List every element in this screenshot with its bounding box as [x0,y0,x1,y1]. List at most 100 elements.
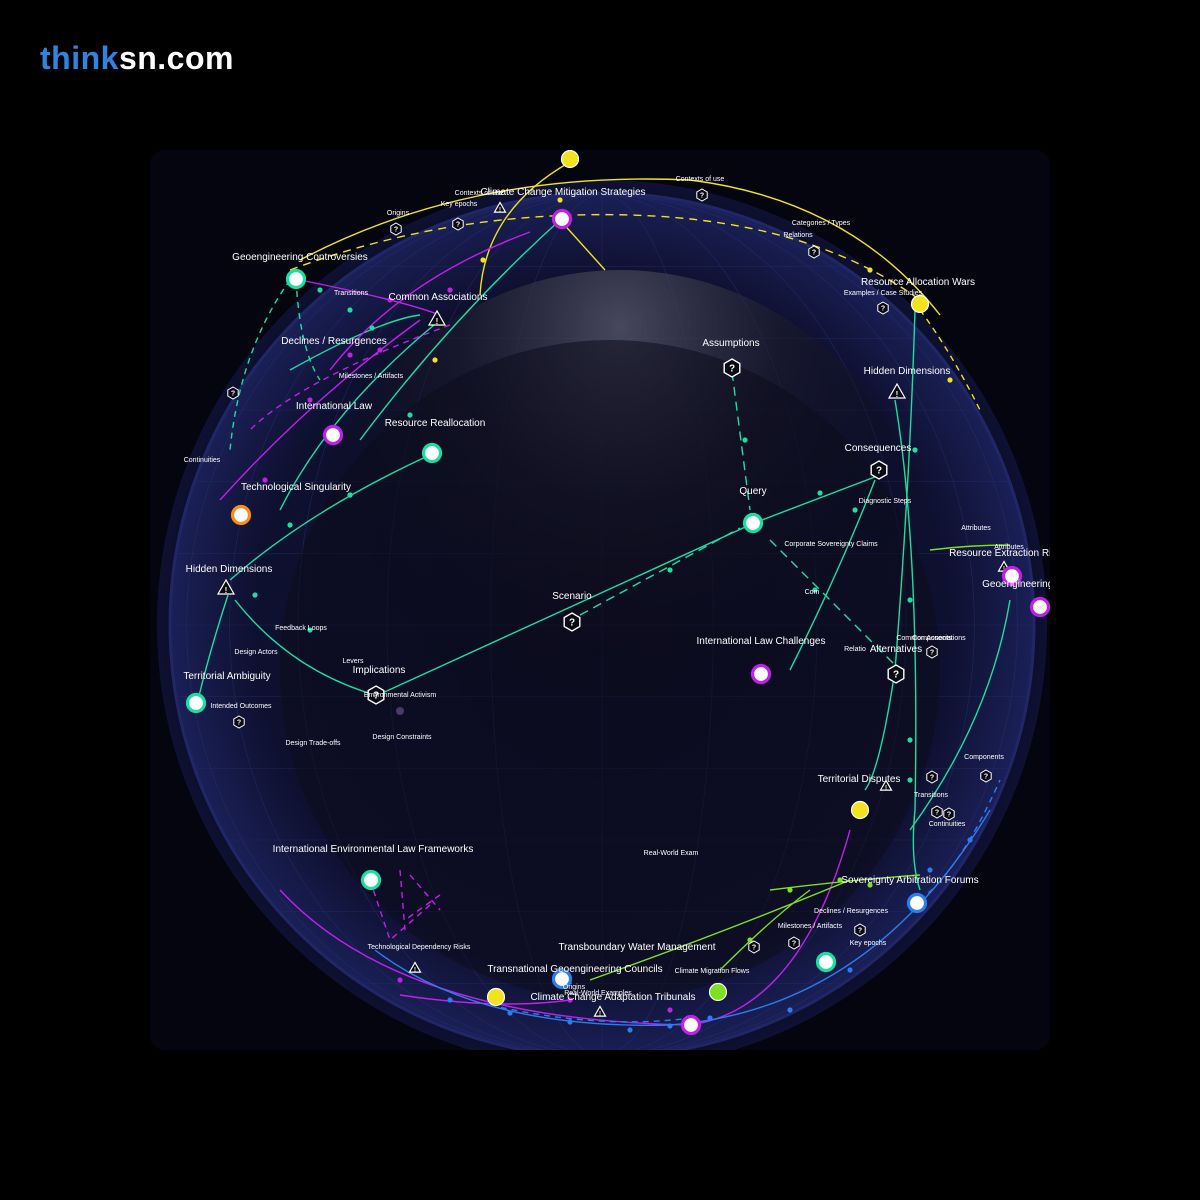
question-hex-icon[interactable]: ? [788,936,800,950]
graph-node[interactable] [750,663,772,685]
edge-label: Real-World Exam [644,850,699,857]
graph-node[interactable] [360,869,382,891]
icon-markers: ????????????????????!!!!!!!! [216,188,1011,1018]
node-label: Territorial Ambiguity [183,671,270,682]
graph-node[interactable] [185,692,207,714]
warning-triangle-icon[interactable]: ! [216,578,236,595]
graph-node[interactable] [551,208,573,230]
graph-node[interactable] [551,968,573,990]
graph-node[interactable] [285,268,307,290]
question-hex-icon[interactable]: ? [748,940,760,954]
edge-arrow-dot [912,447,918,453]
node-label: Resource Reallocation [385,418,486,429]
graph-node[interactable] [850,800,870,820]
graph-node[interactable] [486,987,506,1007]
warning-triangle-icon[interactable]: ! [593,1005,607,1018]
warning-triangle-glyph: ! [225,586,228,595]
question-hex-icon[interactable]: ? [452,217,464,231]
graph-node[interactable] [815,951,837,973]
brand-logo-part2: sn.com [118,40,234,76]
edge-reallocation-hidden [229,454,431,581]
question-hex-icon[interactable]: ? [390,222,402,236]
question-hex-icon[interactable]: ? [931,805,943,819]
node-label: Scenario [552,591,592,602]
warning-triangle-icon[interactable]: ! [408,961,422,974]
graph-node[interactable] [680,1014,702,1036]
edge-arrow-dot [967,837,973,843]
edge-label: Transitions [914,792,948,799]
warning-triangle-icon[interactable]: ! [879,779,893,792]
edge-query-implications [377,522,755,696]
edge-arrow-dot [867,267,873,273]
question-hex-icon[interactable]: ? [926,770,938,784]
edge-arrow-dot [567,997,573,1003]
edge-geo-left [229,279,291,451]
graph-node-dim[interactable] [396,707,404,715]
edge-label: Categories / Types [792,220,851,227]
node-label: International Law Challenges [697,636,826,647]
graph-node[interactable] [230,504,252,526]
question-hex-icon[interactable]: ? [367,685,385,705]
question-hex-glyph: ? [231,391,235,398]
edge-magenta-fans [369,869,441,941]
question-hex-icon[interactable]: ? [980,769,992,783]
question-hex-icon[interactable]: ? [233,715,245,729]
edge-right-green-3 [909,599,1011,831]
graph-node[interactable] [1029,596,1050,618]
question-hex-icon[interactable]: ? [227,386,239,400]
edge-label: Origins [387,210,410,217]
question-hex-icon[interactable]: ? [926,645,938,659]
question-hex-icon[interactable]: ? [877,301,889,315]
inner-sphere [280,340,940,1000]
graph-node[interactable] [910,294,930,314]
node-label: Hidden Dimensions [186,564,273,575]
edge-magenta-2 [219,319,421,501]
sphere-graph-canvas[interactable]: ????????????????????!!!!!!!! Climate Cha… [150,150,1050,1050]
question-hex-icon[interactable]: ? [723,358,741,378]
edge-right-green-2 [894,399,921,891]
edge-arrow-dot [812,587,818,593]
warning-triangle-icon[interactable]: ! [887,382,907,399]
edge-label: Corporate Sovereignty Claims [784,541,878,548]
question-hex-glyph: ? [893,670,899,681]
question-hex-glyph: ? [812,250,816,257]
question-hex-glyph: ? [569,618,575,629]
question-hex-icon[interactable]: ? [854,923,866,937]
graph-node[interactable] [421,442,443,464]
edge-arrow-dot [567,1019,573,1025]
question-hex-icon[interactable]: ? [808,245,820,259]
edge-yellow-top [299,178,941,316]
node-label: International Environmental Law Framewor… [273,844,474,855]
edge-arrow-dot [817,490,823,496]
warning-triangle-icon[interactable]: ! [493,201,507,214]
edge-label: Environmental Activism [364,692,437,699]
question-hex-icon[interactable]: ? [870,460,888,480]
graph-node[interactable] [1001,565,1023,587]
edge-yellow-up [479,161,571,296]
warning-triangle-glyph: ! [896,390,899,399]
node-label: Resource Extraction Rig [949,548,1050,559]
node-label: Geoengineering Controversies [232,252,368,263]
edge-label: Technological Dependency Risks [368,944,471,951]
question-hex-icon[interactable]: ? [696,188,708,202]
graph-node[interactable] [560,150,580,169]
edge-label: Feedback Loops [275,625,327,632]
edge-assumptions-query [731,371,751,511]
warning-triangle-icon[interactable]: ! [427,309,447,326]
edge-arrow-dot [387,297,393,303]
graph-node[interactable] [322,424,344,446]
question-hex-icon[interactable]: ? [563,612,581,632]
graph-node[interactable] [708,982,728,1002]
question-hex-icon[interactable]: ? [943,807,955,821]
graph-node[interactable] [906,892,928,914]
edge-label: Levers [342,658,364,665]
question-hex-glyph: ? [930,775,934,782]
edge-label: Relations [783,232,813,239]
edge-arrow-dot [287,522,293,528]
labels: Climate Change Mitigation StrategiesGeoe… [183,176,1050,1003]
question-hex-icon[interactable]: ? [887,664,905,684]
graph-node[interactable] [742,512,764,534]
edge-arrow-dot [377,347,383,353]
edge-label: Intended Outcomes [210,703,272,710]
edge-label: Continuities [929,821,966,828]
